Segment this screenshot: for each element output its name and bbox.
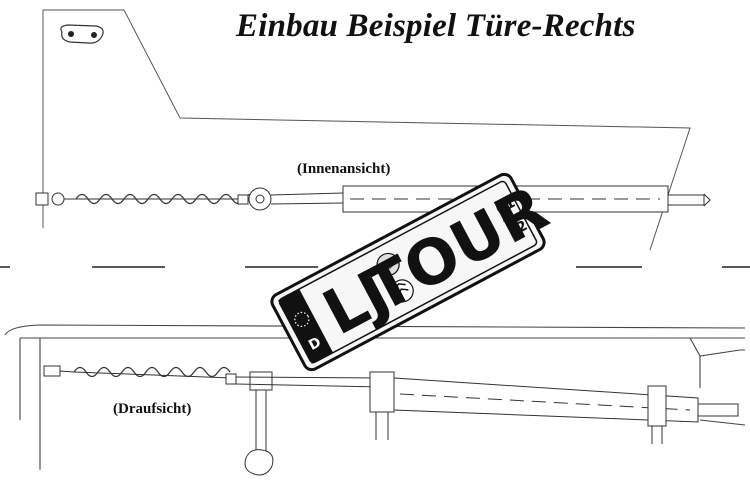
eu-stars-icon: [294, 311, 310, 327]
top-view-label: (Draufsicht): [113, 401, 192, 417]
license-plate: D LJ TOUR 01 12: [270, 171, 559, 372]
eu-band: [278, 289, 334, 364]
door-handle-icon: [60, 24, 104, 44]
door-outline-side: [42, 9, 691, 251]
page-title: Einbau Beispiel Türe-Rechts: [236, 8, 636, 44]
rod-assembly-inner: [35, 185, 711, 213]
door-outline-top: [4, 324, 746, 470]
plate-seals: [376, 252, 414, 303]
inner-view-label: (Innenansicht): [297, 161, 391, 177]
rod-assembly-top: [43, 365, 739, 476]
sticker-icon: [390, 279, 414, 303]
